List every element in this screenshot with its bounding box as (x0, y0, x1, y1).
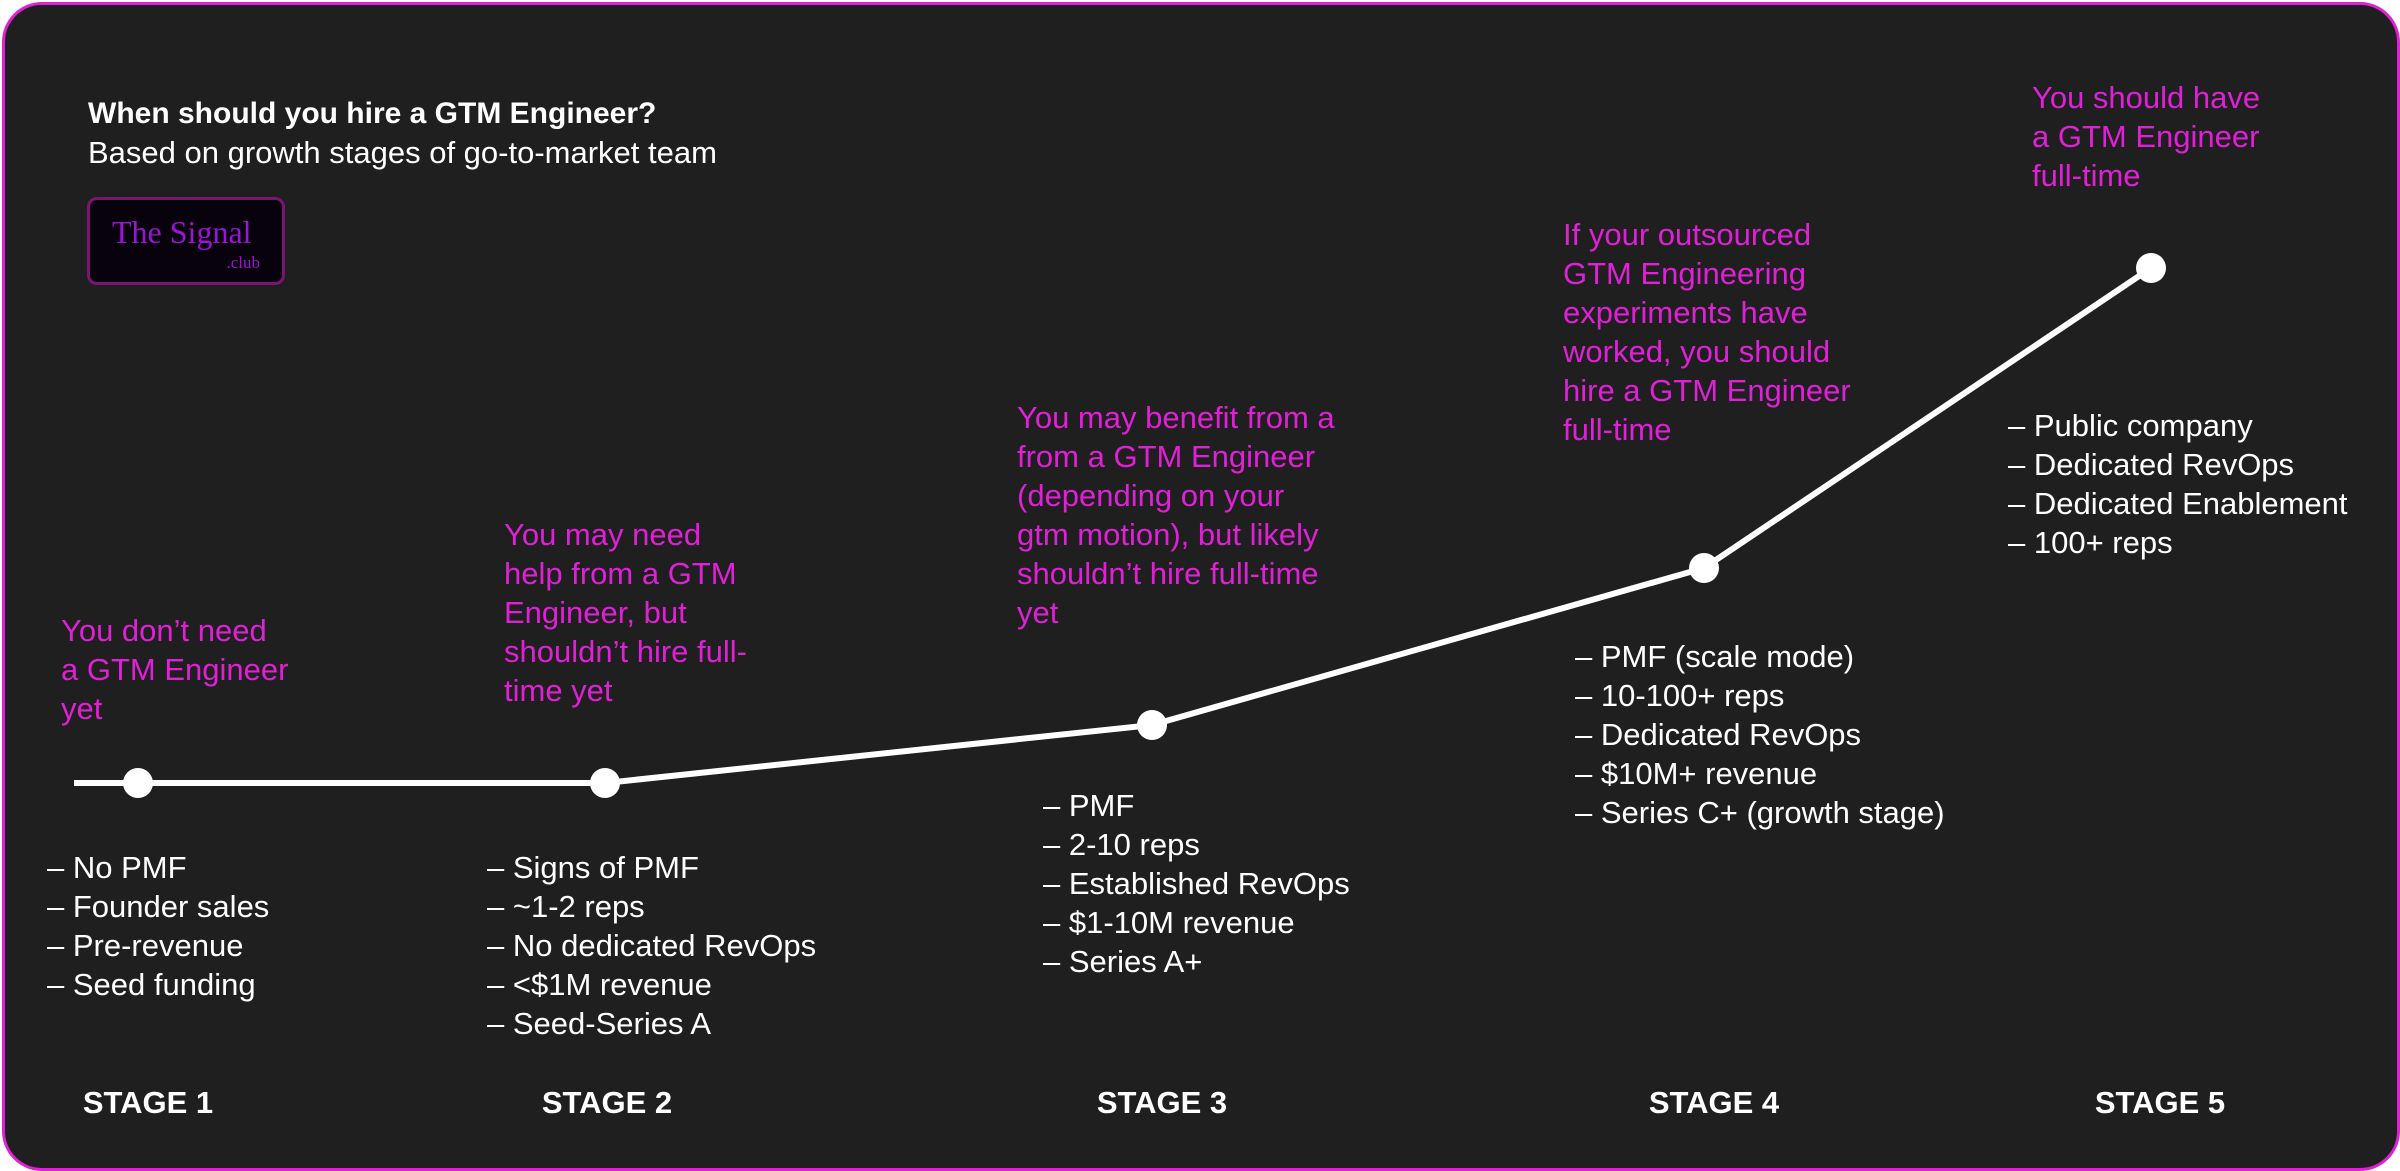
stage-2-details: Signs of PMF ~1-2 reps No dedicated RevO… (487, 848, 816, 1043)
stage-4-label: STAGE 4 (1648, 1085, 1780, 1120)
signal-club-logo: The Signal .club (87, 197, 285, 285)
stage-4-note: If your outsourced GTM Engineering exper… (1563, 217, 1851, 447)
detail-item: PMF (1043, 786, 1350, 825)
stage-1-details: No PMF Founder sales Pre-revenue Seed fu… (47, 848, 269, 1004)
detail-item: 2-10 reps (1043, 825, 1350, 864)
diagram-subtitle: Based on growth stages of go-to-market t… (88, 135, 717, 170)
stage-2-label: STAGE 2 (541, 1085, 673, 1120)
detail-item: Founder sales (47, 887, 269, 926)
stage-3-label: STAGE 3 (1096, 1085, 1228, 1120)
detail-item: Established RevOps (1043, 864, 1350, 903)
detail-item: Seed-Series A (487, 1004, 816, 1043)
stage-5-label: STAGE 5 (2094, 1085, 2226, 1120)
detail-item: Public company (2008, 406, 2348, 445)
stage-2-note: You may need help from a GTM Engineer, b… (504, 517, 747, 708)
stage-5-details: Public company Dedicated RevOps Dedicate… (2008, 406, 2348, 562)
detail-item: 10-100+ reps (1575, 676, 1945, 715)
detail-item: No PMF (47, 848, 269, 887)
stage-5-note: You should have a GTM Engineer full-time (2032, 80, 2261, 193)
stage-1-label: STAGE 1 (82, 1085, 214, 1120)
detail-item: PMF (scale mode) (1575, 637, 1945, 676)
stage-3-note: You may benefit from a from a GTM Engine… (1017, 400, 1335, 630)
stage-3-details: PMF 2-10 reps Established RevOps $1-10M … (1043, 786, 1350, 981)
stage-5-marker (2136, 253, 2166, 283)
detail-item: <$1M revenue (487, 965, 816, 1004)
detail-item: 100+ reps (2008, 523, 2348, 562)
logo-wordmark: The Signal (112, 214, 252, 250)
diagram-title: When should you hire a GTM Engineer? (88, 97, 657, 130)
detail-item: $10M+ revenue (1575, 754, 1945, 793)
stage-1-marker (123, 768, 153, 798)
detail-item: Dedicated RevOps (2008, 445, 2348, 484)
detail-item: Series A+ (1043, 942, 1350, 981)
stage-4-details: PMF (scale mode) 10-100+ reps Dedicated … (1575, 637, 1945, 832)
detail-item: Dedicated Enablement (2008, 484, 2348, 523)
stage-3-marker (1137, 710, 1167, 740)
detail-item: $1-10M revenue (1043, 903, 1350, 942)
stage-4-marker (1689, 553, 1719, 583)
detail-item: No dedicated RevOps (487, 926, 816, 965)
detail-item: Pre-revenue (47, 926, 269, 965)
logo-suffix: .club (226, 253, 260, 272)
stage-2-marker (590, 768, 620, 798)
detail-item: ~1-2 reps (487, 887, 816, 926)
detail-item: Signs of PMF (487, 848, 816, 887)
detail-item: Dedicated RevOps (1575, 715, 1945, 754)
detail-item: Seed funding (47, 965, 269, 1004)
stage-1-note: You don’t need a GTM Engineer yet (61, 613, 289, 726)
growth-curve (74, 253, 2166, 798)
detail-item: Series C+ (growth stage) (1575, 793, 1945, 832)
